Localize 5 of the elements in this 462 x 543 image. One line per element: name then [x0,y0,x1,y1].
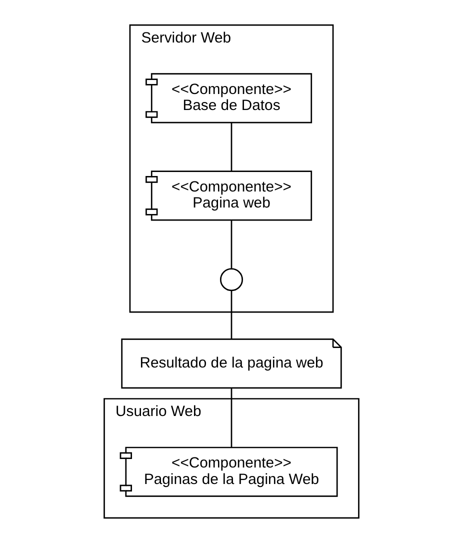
connector [230,123,232,172]
node-circle [220,268,242,292]
connector [230,388,232,448]
connector [230,220,232,268]
connector [230,290,232,339]
